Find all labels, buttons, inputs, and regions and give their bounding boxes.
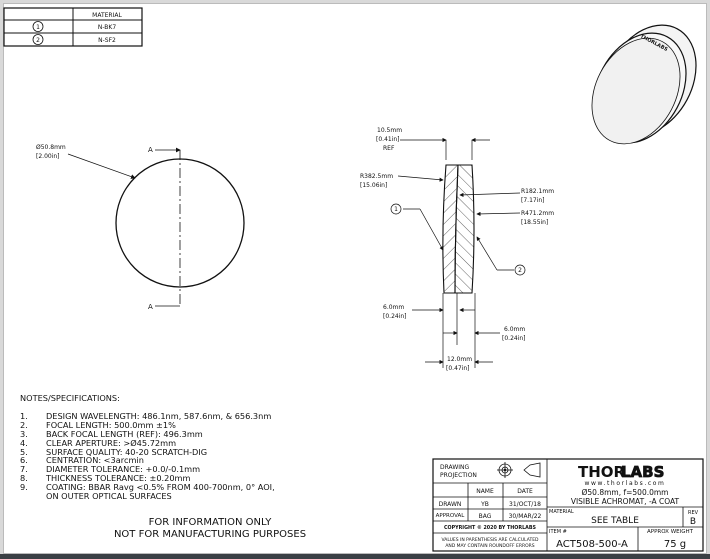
logo-labs: LABS xyxy=(621,463,664,481)
notes-title: NOTES/SPECIFICATIONS: xyxy=(20,393,120,403)
drawn-name: YB xyxy=(480,501,489,508)
section-view xyxy=(390,137,526,368)
radius3-mm: R471.2mm xyxy=(521,210,554,217)
radius3-in: [18.55in] xyxy=(521,219,548,226)
projection-label-1: DRAWING xyxy=(440,464,470,471)
note-text: THICKNESS TOLERANCE: ±0.20mm xyxy=(46,473,191,484)
radius1-in: [15.06in] xyxy=(360,182,387,189)
approval-label: APPROVAL xyxy=(436,513,466,519)
drawn-label: DRAWN xyxy=(439,501,462,508)
overall-thickness-in: [0.41in] xyxy=(376,136,400,143)
weight-value: 75 g xyxy=(664,539,686,550)
note-item: 8. THICKNESS TOLERANCE: ±0.20mm xyxy=(20,474,275,483)
material-label: MATERIAL xyxy=(549,509,574,515)
note-text: DIAMETER TOLERANCE: +0.0/-0.1mm xyxy=(46,464,201,475)
note-text: ON OUTER OPTICAL SURFACES xyxy=(46,491,172,502)
note-number: 7. xyxy=(20,464,28,475)
note-number xyxy=(20,492,46,501)
material-value: SEE TABLE xyxy=(591,516,639,526)
description-line-1: Ø50.8mm, f=500.0mm xyxy=(582,488,669,497)
values-note-2: AND MAY CONTAIN ROUNDOFF ERRORS xyxy=(445,543,534,549)
element1-thickness-mm: 6.0mm xyxy=(383,304,404,311)
note-number: 6. xyxy=(20,455,28,466)
material-table xyxy=(3,7,143,47)
radius2-in: [7.17in] xyxy=(521,197,545,204)
note-text: SURFACE QUALITY: 40-20 SCRATCH-DIG xyxy=(46,446,208,457)
drawn-date: 31/OCT/18 xyxy=(509,501,541,508)
table-material-1: N-BK7 xyxy=(98,24,116,31)
copyright: COPYRIGHT © 2020 BY THORLABS xyxy=(444,525,536,531)
bottom-bar xyxy=(0,554,710,559)
center-thickness-mm: 12.0mm xyxy=(447,356,472,363)
note-text: CLEAR APERTURE: >Ø45.72mm xyxy=(46,437,177,448)
note-number: 2. xyxy=(20,419,28,430)
col-name: NAME xyxy=(476,488,494,495)
values-note-1: VALUES IN PARENTHESIS ARE CALCULATED xyxy=(441,537,539,543)
element1-thickness-in: [0.24in] xyxy=(383,313,407,320)
diameter-dimension-mm: Ø50.8mm xyxy=(36,144,66,151)
radius2-mm: R182.1mm xyxy=(521,188,554,195)
disclaimer-line-1: FOR INFORMATION ONLY xyxy=(148,517,272,528)
note-item: 3. BACK FOCAL LENGTH (REF): 496.3mm xyxy=(20,428,275,439)
material-table-header: MATERIAL xyxy=(92,12,122,19)
title-block xyxy=(432,458,704,552)
note-item: 9. COATING: BBAR Ravg <0.5% FROM 400-700n… xyxy=(20,483,275,492)
note-item: ON OUTER OPTICAL SURFACES xyxy=(20,492,275,501)
thorlabs-logo: THOR LABS xyxy=(578,463,665,482)
note-text: DESIGN WAVELENGTH: 486.1nm, 587.6nm, & 6… xyxy=(46,410,272,421)
table-balloon-1: 1 xyxy=(36,24,40,31)
logo-thor: THOR xyxy=(578,463,626,481)
balloon-1: 1 xyxy=(394,206,398,213)
section-label-top: A xyxy=(148,146,153,154)
notes-specifications: NOTES/SPECIFICATIONS: 1. DESIGN WAVELENGT… xyxy=(20,394,275,501)
note-number: 9. xyxy=(20,482,28,493)
section-label-bottom: A xyxy=(148,303,153,311)
note-number: 8. xyxy=(20,473,28,484)
rev-label: REV xyxy=(688,510,699,516)
col-date: DATE xyxy=(517,488,533,495)
disclaimer-line-2: NOT FOR MANUFACTURING PURPOSES xyxy=(113,529,307,540)
isometric-lens-view: THORLABS xyxy=(591,24,697,145)
note-number: 3. xyxy=(20,428,28,439)
approval-date: 30/MAR/22 xyxy=(509,513,542,520)
disclaimer: FOR INFORMATION ONLY NOT FOR MANUFACTURI… xyxy=(100,517,320,541)
balloon-2: 2 xyxy=(518,267,522,274)
item-number: ACT508-500-A xyxy=(556,539,628,550)
note-text: COATING: BBAR Ravg <0.5% FROM 400-700nm,… xyxy=(46,482,275,493)
diameter-dimension-in: [2.00in] xyxy=(36,153,60,160)
note-item: 1. DESIGN WAVELENGTH: 486.1nm, 587.6nm, &… xyxy=(20,412,275,421)
approval-name: BAG xyxy=(479,513,492,520)
note-item: 2. FOCAL LENGTH: 500.0mm ±1% xyxy=(20,419,275,430)
item-label: ITEM # xyxy=(549,529,567,535)
table-material-2: N-SF2 xyxy=(98,37,116,44)
note-number: 4. xyxy=(20,437,28,448)
note-number: 5. xyxy=(20,446,28,457)
projection-label-2: PROJECTION xyxy=(440,472,477,479)
radius1-mm: R382.5mm xyxy=(360,173,393,180)
weight-label: APPROX WEIGHT xyxy=(647,529,694,535)
note-item: 5. SURFACE QUALITY: 40-20 SCRATCH-DIG xyxy=(20,446,275,457)
table-balloon-2: 2 xyxy=(36,37,40,44)
overall-thickness-mm: 10.5mm xyxy=(377,127,402,134)
note-item: 4. CLEAR APERTURE: >Ø45.72mm xyxy=(20,437,275,448)
note-text: CENTRATION: <3arcmin xyxy=(46,455,144,466)
center-thickness-in: [0.47in] xyxy=(446,365,470,372)
note-item: 6. CENTRATION: <3arcmin xyxy=(20,456,275,465)
website: www.thorlabs.com xyxy=(585,480,666,487)
front-view xyxy=(67,147,245,307)
note-text: BACK FOCAL LENGTH (REF): 496.3mm xyxy=(46,428,203,439)
element2-thickness-mm: 6.0mm xyxy=(504,326,525,333)
note-text: FOCAL LENGTH: 500.0mm ±1% xyxy=(46,419,176,430)
drawing-sheet xyxy=(3,3,707,554)
overall-thickness-ref: REF xyxy=(383,145,395,152)
note-number: 1. xyxy=(20,410,28,421)
rev-value: B xyxy=(690,517,696,527)
element2-thickness-in: [0.24in] xyxy=(502,335,526,342)
description-line-2: VISIBLE ACHROMAT, -A COAT xyxy=(571,497,680,506)
note-item: 7. DIAMETER TOLERANCE: +0.0/-0.1mm xyxy=(20,465,275,474)
